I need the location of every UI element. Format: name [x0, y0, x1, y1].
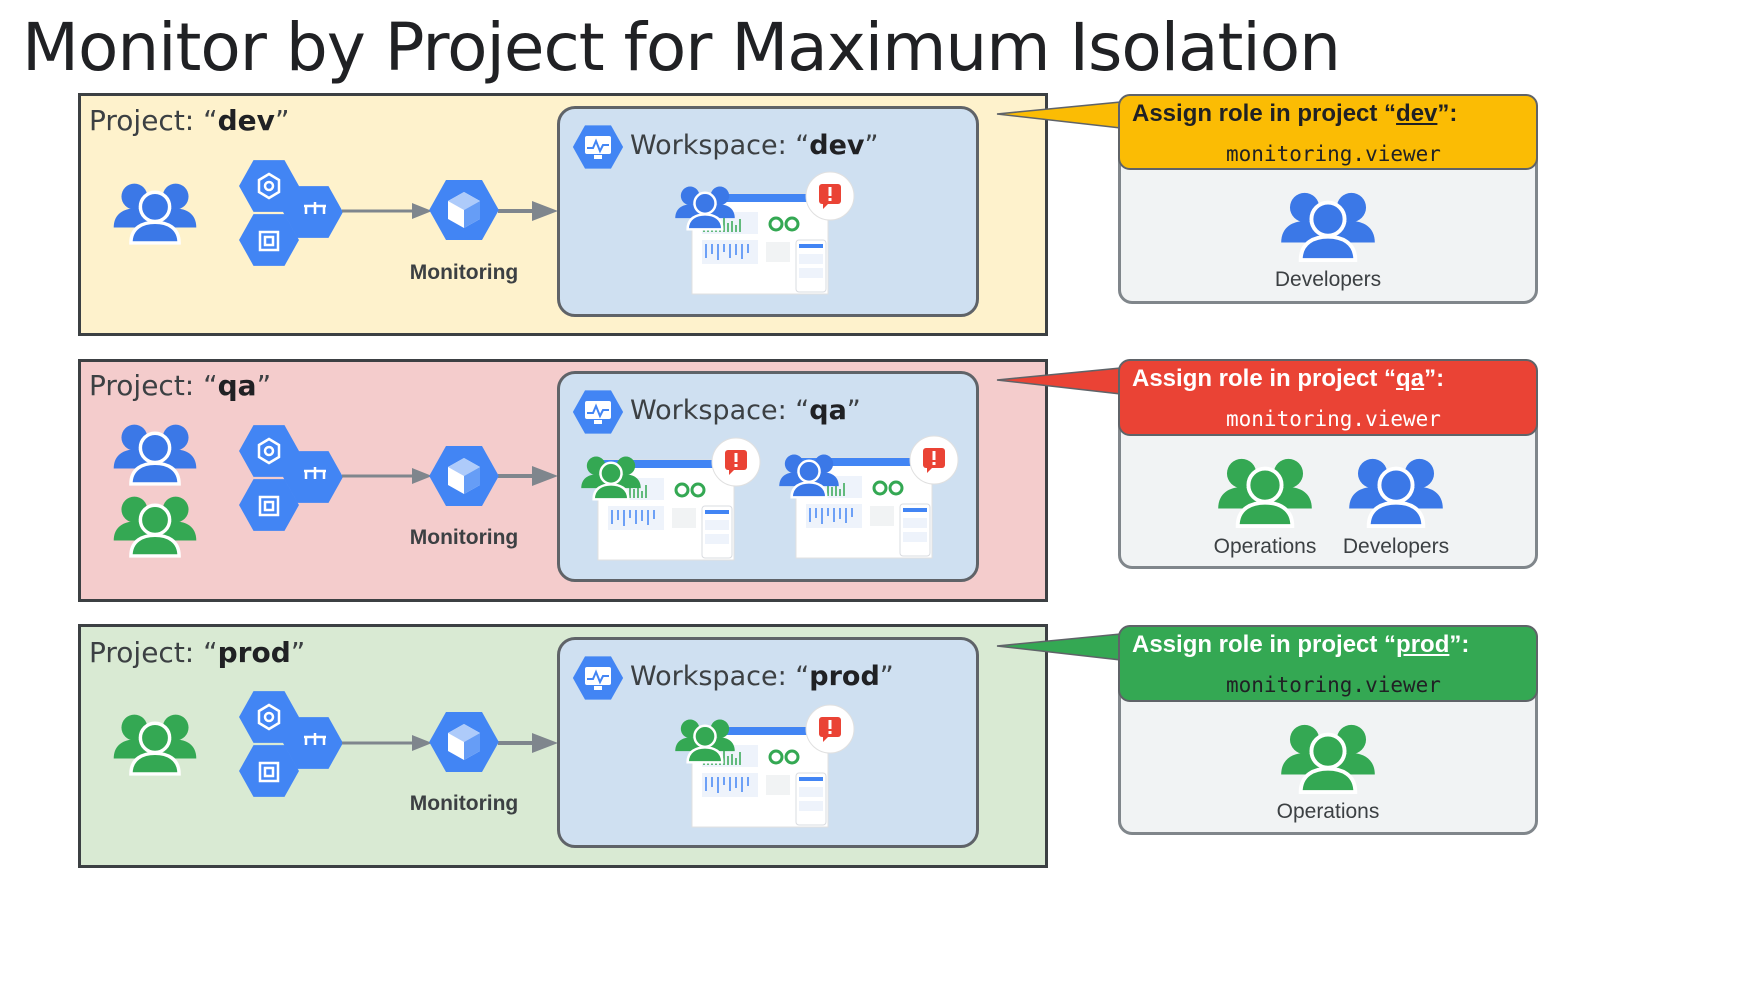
alert-exclamation-icon — [805, 171, 855, 221]
stackdriver-monitoring-hexagon-icon — [429, 712, 499, 772]
monitoring-label: Monitoring — [409, 526, 519, 549]
role-header-dev — [1118, 94, 1538, 170]
people-group-icon — [1216, 452, 1314, 530]
team-label-developers: Developers — [1274, 268, 1382, 291]
project-label-prod: Project: “prod” — [89, 636, 306, 669]
dashboard-preview — [580, 437, 761, 561]
workspace-label-prod: Workspace: “prod” — [630, 661, 894, 692]
alert-exclamation-icon — [711, 437, 761, 487]
workspace-monitor-icon — [572, 656, 624, 700]
role-header-prod — [1118, 625, 1538, 702]
dashboard-preview — [674, 704, 855, 828]
team-label-operations: Operations — [1276, 800, 1380, 823]
people-group-icon — [112, 177, 198, 247]
alert-exclamation-icon — [805, 704, 855, 754]
service-hexagons — [239, 425, 343, 531]
flow-arrow — [342, 733, 558, 753]
workspace-monitor-icon — [572, 125, 624, 169]
role-value-prod: monitoring.viewer — [1226, 673, 1441, 697]
role-callout-pointer-dev — [996, 101, 1122, 129]
team-label-operations: Operations — [1213, 535, 1317, 558]
monitoring-label: Monitoring — [409, 261, 519, 284]
role-value-dev: monitoring.viewer — [1226, 142, 1441, 166]
people-group-icon — [112, 490, 198, 560]
dashboard-preview — [778, 435, 959, 559]
workspace-monitor-icon — [572, 390, 624, 434]
people-group-icon — [112, 708, 198, 778]
service-hexagons — [239, 160, 343, 266]
role-title-prod: Assign role in project “prod”: — [1132, 631, 1470, 658]
people-group-icon — [1347, 452, 1445, 530]
people-group-icon — [1279, 718, 1377, 796]
dashboard-preview — [674, 171, 855, 295]
role-title-qa: Assign role in project “qa”: — [1132, 365, 1445, 392]
role-title-dev: Assign role in project “dev”: — [1132, 100, 1458, 127]
team-label-developers: Developers — [1342, 535, 1450, 558]
role-value-qa: monitoring.viewer — [1226, 407, 1441, 431]
alert-exclamation-icon — [909, 435, 959, 485]
stackdriver-monitoring-hexagon-icon — [429, 446, 499, 506]
role-callout-pointer-prod — [996, 633, 1122, 661]
project-label-dev: Project: “dev” — [89, 104, 290, 137]
flow-arrow — [342, 201, 558, 221]
people-group-icon — [112, 418, 198, 488]
stackdriver-monitoring-hexagon-icon — [429, 180, 499, 240]
role-callout-pointer-qa — [996, 367, 1122, 395]
people-group-icon — [1279, 186, 1377, 264]
service-hexagons — [239, 691, 343, 797]
flow-arrow — [342, 466, 558, 486]
workspace-label-dev: Workspace: “dev” — [630, 130, 879, 161]
project-label-qa: Project: “qa” — [89, 369, 272, 402]
monitoring-label: Monitoring — [409, 792, 519, 815]
workspace-label-qa: Workspace: “qa” — [630, 395, 861, 426]
page-title: Monitor by Project for Maximum Isolation — [22, 9, 1341, 86]
role-header-qa — [1118, 359, 1538, 436]
